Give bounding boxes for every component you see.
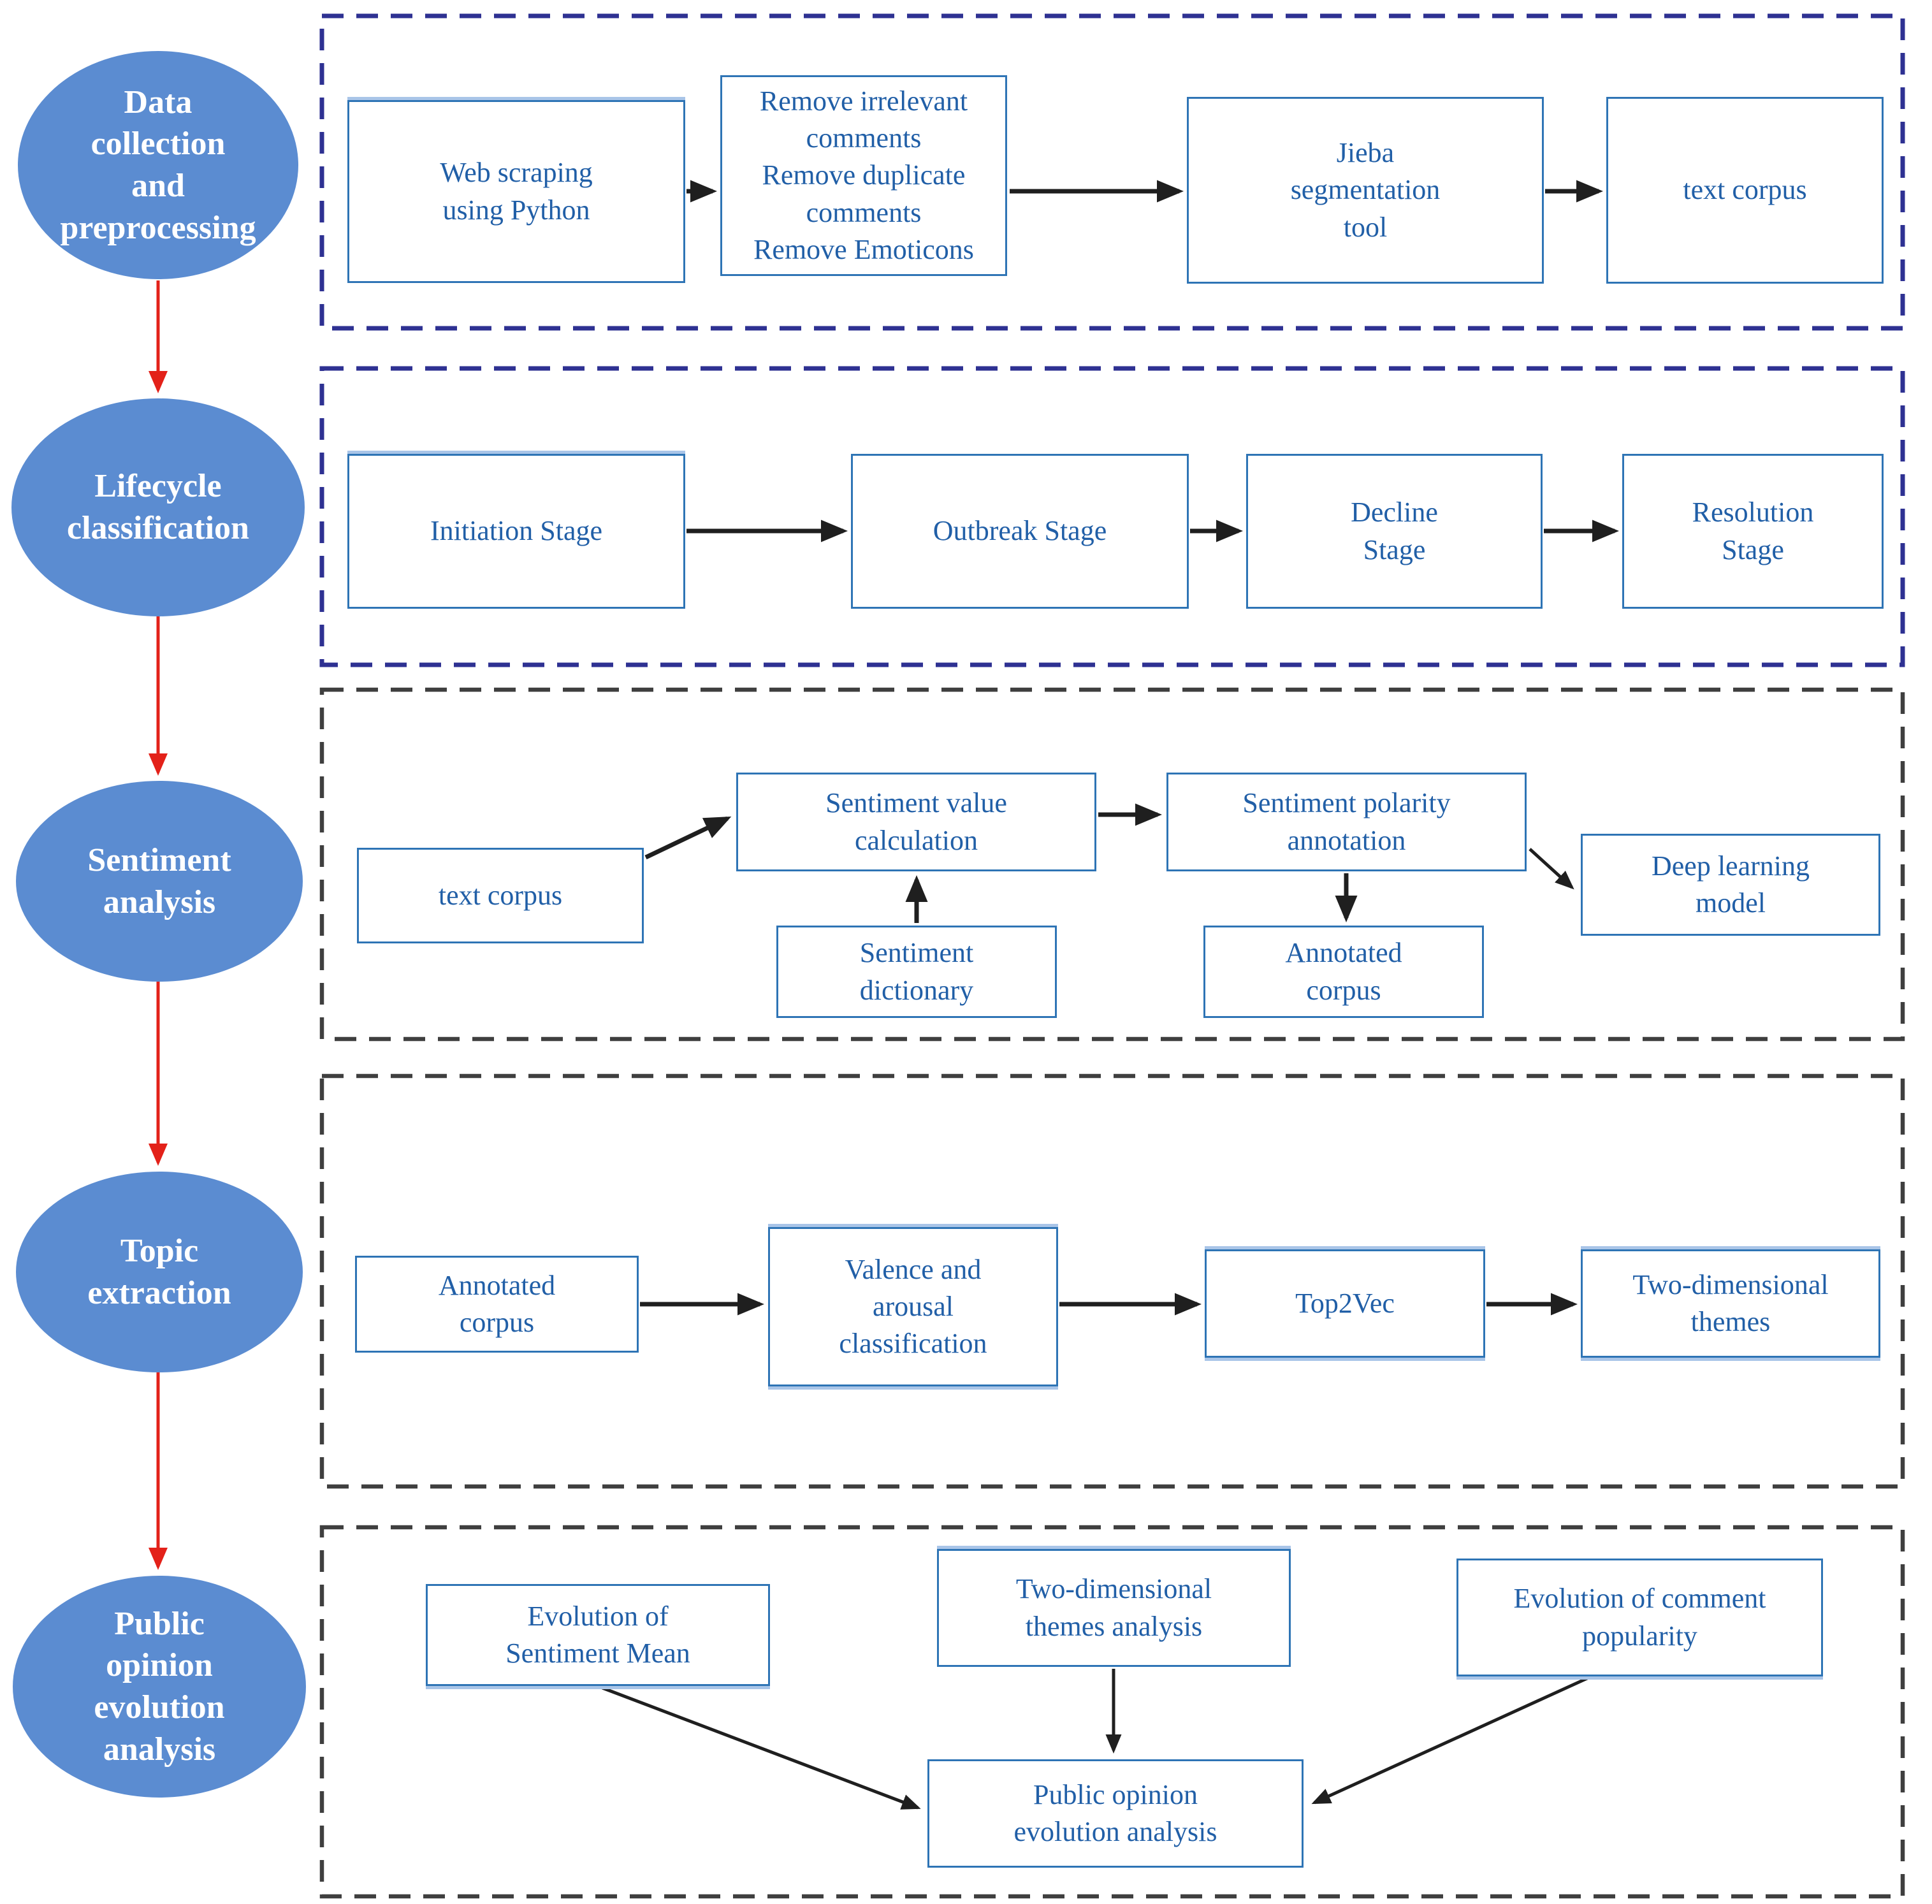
- box-remove-comments: Remove irrelevant comments Remove duplic…: [720, 75, 1007, 276]
- box-resolution-stage: Resolution Stage: [1622, 454, 1884, 609]
- arrow-sentimentmean-to-evolution: [602, 1686, 921, 1810]
- panel-sentiment-border: [319, 687, 1905, 1042]
- box-initiation-stage: Initiation Stage: [347, 454, 685, 609]
- box-two-dimensional-themes-analysis: Two-dimensional themes analysis: [937, 1549, 1291, 1667]
- arrow-polarity-to-deeplearning: [1529, 848, 1574, 890]
- stage-data-collection: Data collection and preprocessing: [18, 51, 298, 279]
- panel-data-collection-border: [319, 13, 1905, 331]
- box-decline-stage: Decline Stage: [1246, 454, 1543, 609]
- box-valence-arousal-classification: Valence and arousal classification: [768, 1227, 1058, 1386]
- box-deep-learning-model: Deep learning model: [1581, 834, 1880, 936]
- box-top2vec: Top2Vec: [1205, 1249, 1485, 1358]
- box-jieba-segmentation: Jieba segmentation tool: [1187, 97, 1544, 284]
- box-evolution-comment-popularity: Evolution of comment popularity: [1456, 1559, 1823, 1676]
- box-annotated-corpus-1: Annotated corpus: [1203, 926, 1484, 1018]
- box-sentiment-polarity-annotation: Sentiment polarity annotation: [1166, 773, 1527, 871]
- arrow-popularity-to-evolution: [1311, 1676, 1588, 1805]
- box-text-corpus-2: text corpus: [357, 848, 644, 943]
- panel-lifecycle-border: [319, 366, 1905, 667]
- box-web-scraping: Web scraping using Python: [347, 100, 685, 283]
- arrow-corpus-to-sentimentvalue: [644, 816, 732, 860]
- box-public-opinion-evolution-analysis: Public opinion evolution analysis: [927, 1759, 1304, 1868]
- stage-public-opinion-evolution: Public opinion evolution analysis: [13, 1576, 306, 1798]
- box-sentiment-value-calculation: Sentiment value calculation: [736, 773, 1096, 871]
- box-evolution-sentiment-mean: Evolution of Sentiment Mean: [426, 1584, 770, 1686]
- box-two-dimensional-themes: Two-dimensional themes: [1581, 1249, 1880, 1358]
- panel-evolution-border: [319, 1525, 1905, 1899]
- box-annotated-corpus-2: Annotated corpus: [355, 1256, 639, 1353]
- box-outbreak-stage: Outbreak Stage: [851, 454, 1189, 609]
- stage-lifecycle-classification: Lifecycle classification: [11, 398, 305, 616]
- stage-sentiment-analysis: Sentiment analysis: [16, 781, 303, 982]
- box-sentiment-dictionary: Sentiment dictionary: [776, 926, 1057, 1018]
- stage-topic-extraction: Topic extraction: [16, 1172, 303, 1372]
- box-text-corpus-1: text corpus: [1606, 97, 1884, 284]
